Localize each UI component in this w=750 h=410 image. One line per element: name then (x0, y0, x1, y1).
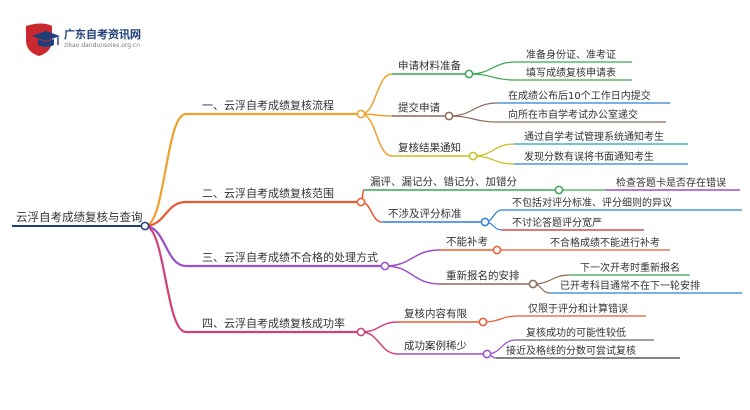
branch-connector (144, 112, 187, 228)
leaf-connector (482, 315, 519, 323)
leaf-label: 在成绩公布后10个工作日内提交 (508, 89, 651, 102)
brand-logo: 广东自考资讯网 zikao.dandunsoies.org.cn (22, 22, 162, 58)
child-label: 申请材料准备 (398, 59, 461, 72)
leaf-label: 不包括对评分标准、评分细则的异议 (512, 196, 672, 209)
branch-node-dot (356, 197, 366, 207)
child-node-dot (480, 217, 490, 227)
child-connector (384, 249, 441, 267)
leaf-connector (472, 155, 515, 165)
brand-domain: zikao.dandunsoies.org.cn (64, 42, 141, 49)
leaf-label: 接近及格线的分数可尝试复核 (506, 344, 636, 357)
leaf-label: 向所在市自学考试办公室递交 (508, 108, 638, 121)
root-node-dot (140, 221, 150, 231)
child-connector (384, 265, 441, 285)
child-node-dot (482, 349, 492, 359)
child-node-dot (468, 151, 478, 161)
leaf-label: 发现分数有误将书面通知考生 (524, 150, 654, 163)
branch-connector (144, 224, 187, 268)
child-node-dot (554, 185, 564, 195)
child-label: 提交申请 (398, 101, 440, 114)
leaf-connector (448, 102, 499, 117)
leaf-label: 不合格成绩不能进行补考 (550, 236, 660, 249)
leaf-label: 下一次开考时重新报名 (580, 261, 680, 274)
leaf-connector (472, 143, 515, 157)
branch-node-dot (356, 327, 366, 337)
brand-name: 广东自考资讯网 (64, 28, 141, 41)
branch-connector (144, 200, 187, 228)
leaf-label: 填写成绩复核申请表 (526, 66, 616, 79)
branch-label: 四、云浮自考成绩复核成功率 (202, 316, 345, 330)
leaf-connector (468, 73, 517, 81)
root-label: 云浮自考成绩复核与查询 (16, 210, 143, 224)
child-label: 不能补考 (446, 235, 488, 248)
graduation-cap-shield-icon (26, 23, 60, 56)
child-connector (360, 113, 393, 157)
child-label: 不涉及评分标准 (388, 207, 462, 220)
leaf-connector (448, 115, 499, 123)
leaf-label: 已开考科目通常不在下一轮安排 (560, 279, 700, 292)
child-label: 重新报名的安排 (446, 269, 520, 282)
leaf-label: 不讨论答题评分宽严 (512, 216, 602, 229)
leaf-label: 仅限于评分和计算错误 (528, 302, 628, 315)
child-node-dot (528, 279, 538, 289)
branch-connector (144, 224, 187, 334)
branch-label: 一、云浮自考成绩复核流程 (202, 98, 334, 112)
child-node-dot (444, 111, 454, 121)
branch-node-dot (380, 261, 390, 271)
child-node-dot (464, 69, 474, 79)
branch-label: 二、云浮自考成绩复核范围 (202, 186, 334, 200)
leaf-label: 复核成功的可能性较低 (526, 326, 626, 339)
child-connector (360, 73, 393, 115)
leaf-connector (468, 61, 517, 75)
leaf-label: 检查答题卡是否存在错误 (616, 176, 726, 189)
child-connector (360, 321, 399, 333)
child-node-dot (492, 245, 502, 255)
leaf-label: 通过自学考试管理系统通知考生 (524, 130, 664, 143)
child-label: 复核内容有限 (404, 307, 467, 320)
child-node-dot (478, 317, 488, 327)
child-label: 复核结果通知 (398, 141, 461, 154)
child-label: 漏评、漏记分、错记分、加错分 (370, 175, 517, 188)
leaf-label: 准备身份证、准考证 (526, 48, 616, 61)
child-label: 成功案例稀少 (404, 339, 467, 352)
child-connector (360, 331, 399, 355)
branch-node-dot (356, 109, 366, 119)
branch-label: 三、云浮自考成绩不合格的处理方式 (202, 250, 378, 264)
